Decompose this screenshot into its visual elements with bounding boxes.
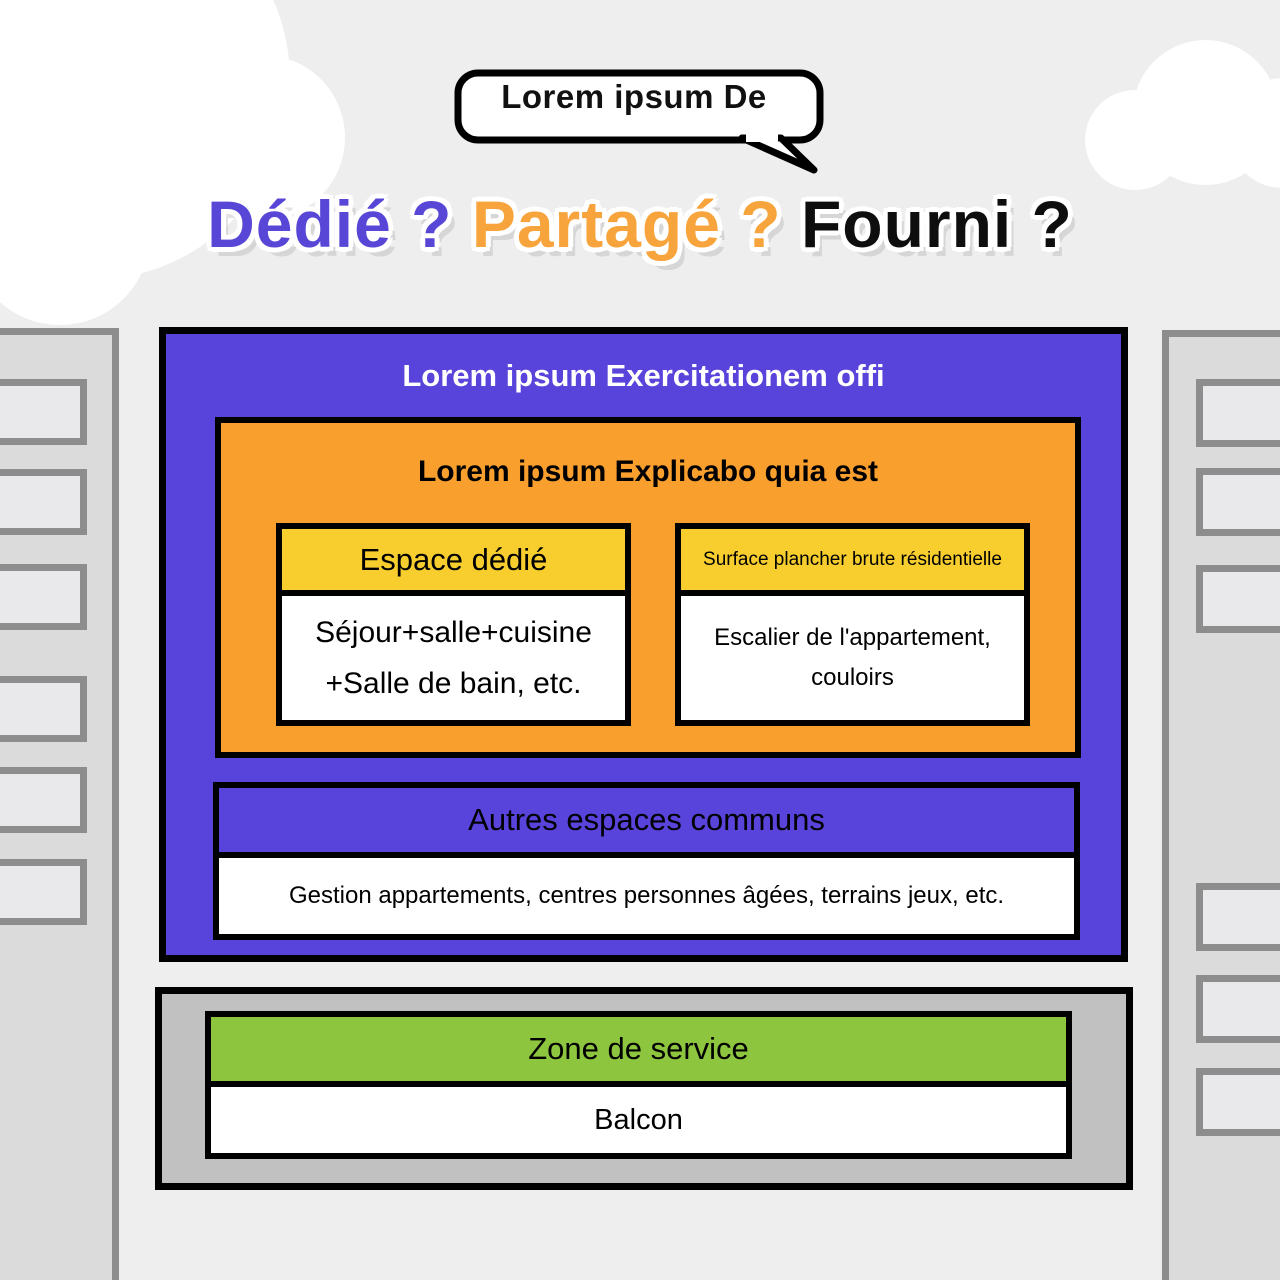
speech-bubble-text: Lorem ipsum De — [501, 78, 767, 115]
building-window — [0, 564, 87, 630]
building-window — [0, 676, 87, 742]
service-zone-header: Zone de service — [205, 1011, 1072, 1087]
column-espace-dedie: Espace dédié Séjour+salle+cuisine +Salle… — [276, 523, 631, 726]
building-window — [0, 767, 87, 833]
apartment-block: Lorem ipsum Explicabo quia est Espace dé… — [215, 417, 1081, 758]
apartment-columns: Espace dédié Séjour+salle+cuisine +Salle… — [276, 523, 1031, 726]
building-window — [1196, 883, 1280, 951]
column-surface-plancher: Surface plancher brute résidentielle Esc… — [675, 523, 1030, 726]
title-fourni: Fourni ? — [800, 187, 1073, 261]
building-window — [0, 469, 87, 535]
service-zone-block: Zone de service Balcon — [155, 987, 1133, 1190]
building-window — [0, 859, 87, 925]
apartment-title: Lorem ipsum Explicabo quia est — [417, 455, 879, 488]
page-title: Dédié ? Partagé ? Fourni ? — [0, 186, 1280, 262]
building-window — [1196, 1068, 1280, 1136]
residence-title: Lorem ipsum Exercitationem offi — [402, 358, 885, 393]
column-body: Escalier de l'appartement, couloirs — [675, 590, 1030, 726]
building-window — [1196, 565, 1280, 633]
speech-bubble — [454, 69, 824, 174]
title-dedie: Dédié ? — [207, 187, 472, 261]
column-body: Séjour+salle+cuisine +Salle de bain, etc… — [276, 590, 631, 726]
building-window — [1196, 975, 1280, 1043]
column-header: Surface plancher brute résidentielle — [675, 523, 1030, 596]
common-spaces-block: Autres espaces communs Gestion apparteme… — [213, 782, 1080, 940]
column-header: Espace dédié — [276, 523, 631, 596]
building-window — [0, 379, 87, 445]
building-window — [1196, 468, 1280, 536]
service-zone-inner: Zone de service Balcon — [205, 1011, 1072, 1159]
title-partage: Partagé ? — [471, 187, 801, 261]
building-window — [1196, 379, 1280, 447]
common-spaces-header: Autres espaces communs — [213, 782, 1080, 858]
residence-block: Lorem ipsum Exercitationem offi Lorem ip… — [159, 327, 1128, 962]
common-spaces-body: Gestion appartements, centres personnes … — [213, 852, 1080, 940]
service-zone-body: Balcon — [205, 1081, 1072, 1159]
